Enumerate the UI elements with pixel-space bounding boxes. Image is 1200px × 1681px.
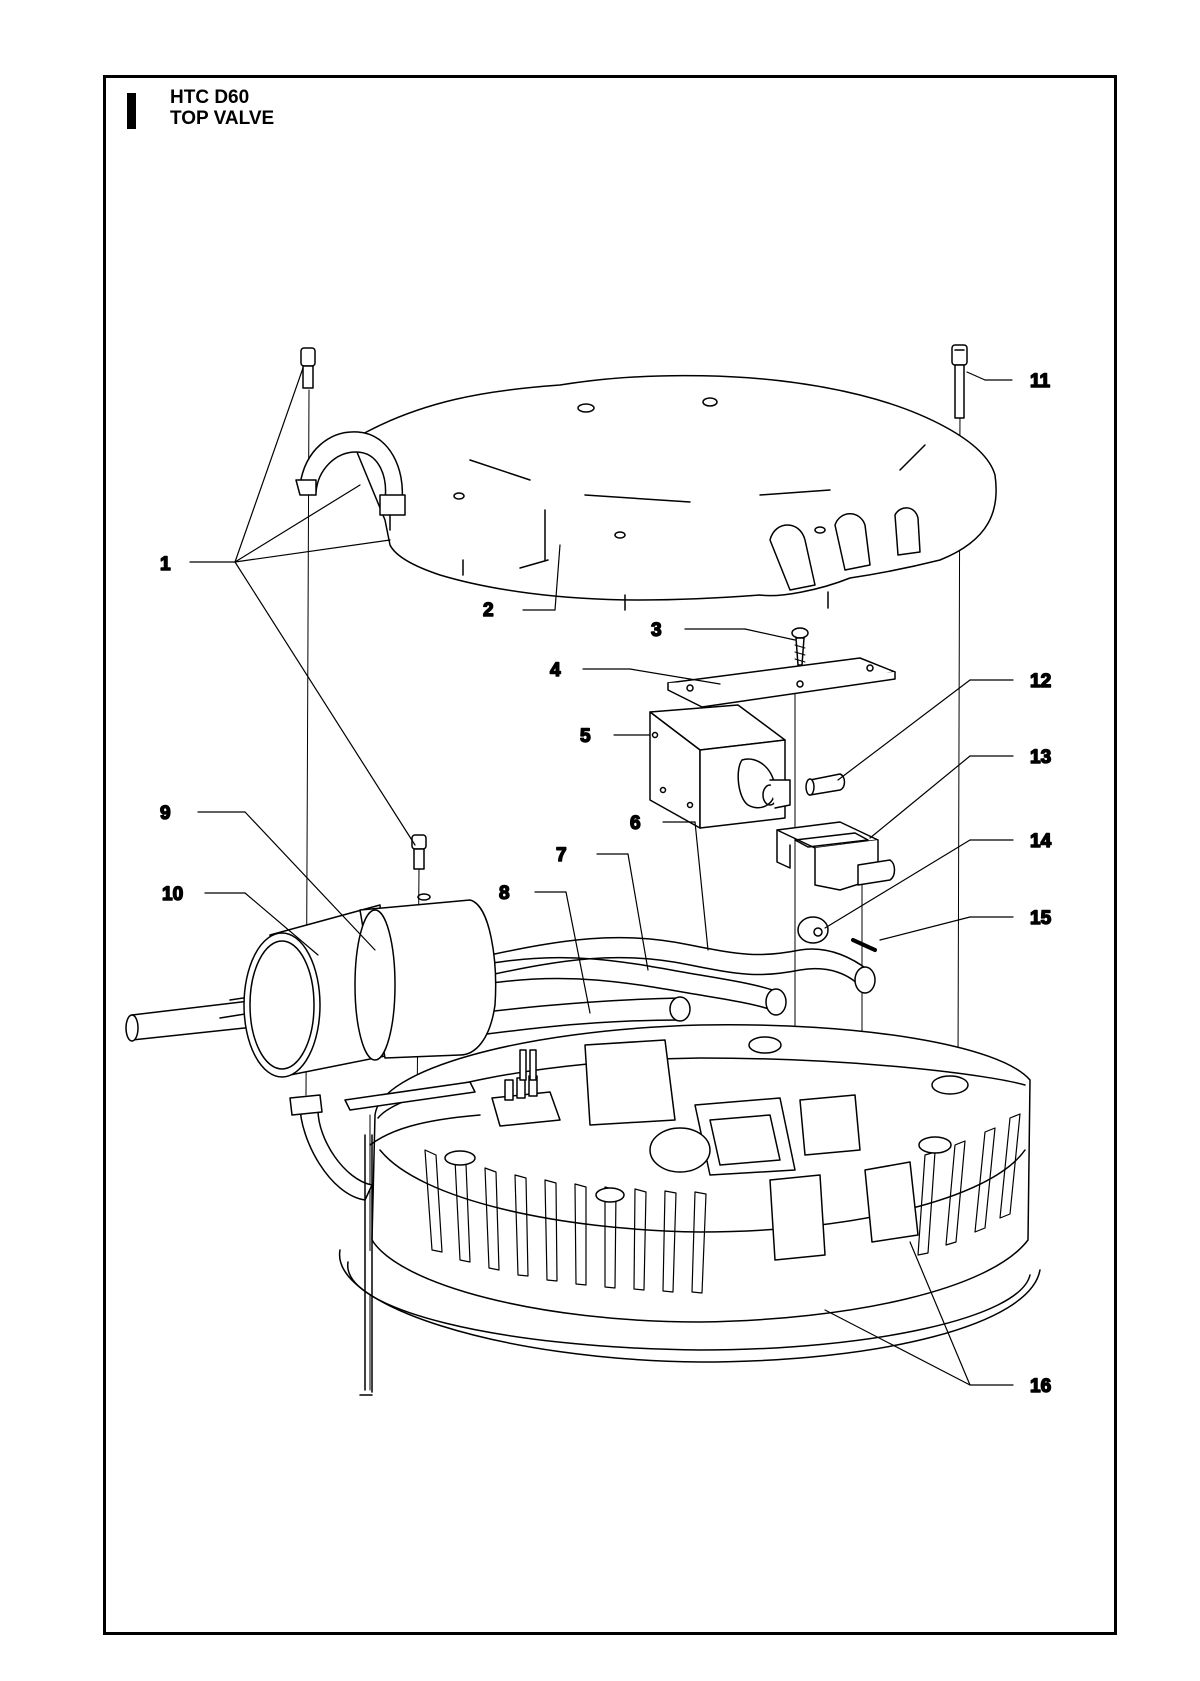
callout-9: 9: [160, 803, 171, 824]
callout-10: 10: [162, 884, 183, 905]
callout-6: 6: [630, 813, 641, 834]
callout-2: 2: [483, 600, 494, 621]
mounting-plate-part-4: [667, 657, 896, 708]
pin-part-12: [805, 773, 846, 796]
screw-part-1-top: [300, 347, 316, 389]
cylinder-part-9: [354, 893, 497, 1061]
section-marker-bar: [127, 93, 136, 129]
washer-part-14: [797, 916, 829, 944]
callout-labels: 1 2 3 4 5 6 7 8 9 10 11 12 13 14 15 16: [159, 370, 1052, 1398]
page-frame: [103, 75, 1117, 1635]
callout-4: 4: [550, 660, 561, 681]
callout-7: 7: [556, 845, 567, 866]
model-title: HTC D60: [170, 87, 250, 108]
callout-16: 16: [1030, 1376, 1051, 1397]
hose-part-6: [489, 936, 876, 994]
title-block: HTC D60 TOP VALVE: [170, 87, 274, 129]
callout-11: 11: [1030, 371, 1051, 392]
assembly-title: TOP VALVE: [170, 108, 275, 129]
callout-14: 14: [1030, 831, 1052, 852]
base-housing-part-16: [289, 1023, 1041, 1396]
leader-lines: [189, 367, 1014, 1386]
screw-part-1-mid: [411, 834, 427, 870]
callout-12: 12: [1030, 671, 1051, 692]
solenoid-part-5: [649, 704, 791, 829]
callout-3: 3: [651, 620, 662, 641]
top-cover-part-2: [295, 374, 997, 611]
callout-15: 15: [1030, 908, 1052, 929]
screw-part-3: [791, 627, 809, 666]
callout-13: 13: [1030, 747, 1051, 768]
bracket-part-13: [776, 821, 896, 891]
callout-5: 5: [580, 726, 591, 747]
callout-8: 8: [499, 883, 510, 904]
callout-1: 1: [160, 554, 171, 575]
spring-pin-part-15: [851, 938, 877, 952]
screw-part-11: [951, 344, 968, 419]
